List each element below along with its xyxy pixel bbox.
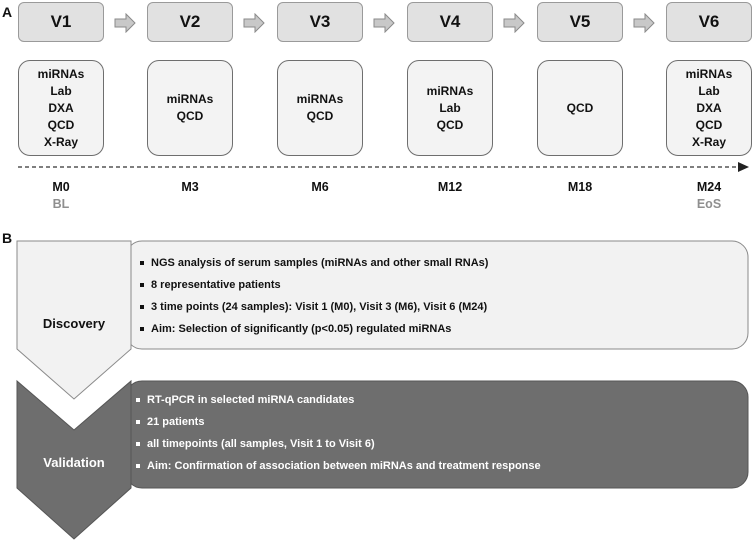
arrow-right-icon xyxy=(243,13,265,33)
visit-v5-tests: QCD xyxy=(537,60,623,156)
discovery-bullet: Aim: Selection of significantly (p<0.05)… xyxy=(140,318,488,340)
test-label: miRNAs xyxy=(37,66,85,81)
panel-b-label: B xyxy=(2,230,13,246)
validation-chevron xyxy=(16,379,132,540)
visit-v2-tests: miRNAs QCD xyxy=(147,60,233,156)
test-label: DXA xyxy=(48,100,74,115)
test-label: DXA xyxy=(696,100,722,115)
visit-v3-tests: miRNAs QCD xyxy=(277,60,363,156)
visit-v5-box: V5 xyxy=(537,2,623,42)
test-label: QCD xyxy=(695,117,723,132)
visit-v4-tests: miRNAs Lab QCD xyxy=(407,60,493,156)
month-label: M3 xyxy=(181,180,199,194)
visit-v3-box: V3 xyxy=(277,2,363,42)
discovery-bullet: NGS analysis of serum samples (miRNAs an… xyxy=(140,252,488,274)
validation-bullet: all timepoints (all samples, Visit 1 to … xyxy=(136,433,541,455)
test-label: Lab xyxy=(439,100,461,115)
month-label: M6 xyxy=(311,180,329,194)
arrow-right-icon xyxy=(503,13,525,33)
arrow-right-icon xyxy=(114,13,136,33)
arrow-right-icon xyxy=(633,13,655,33)
test-label: miRNAs xyxy=(426,83,474,98)
visit-v1-box: V1 xyxy=(18,2,104,42)
panel-a-label: A xyxy=(2,4,13,20)
validation-title: Validation xyxy=(43,455,105,470)
test-label: QCD xyxy=(47,117,75,132)
visit-v4-box: V4 xyxy=(407,2,493,42)
test-label: QCD xyxy=(306,109,334,123)
validation-bullets: RT-qPCR in selected miRNA candidates 21 … xyxy=(136,389,541,477)
test-label: miRNAs xyxy=(166,92,214,106)
discovery-bullet: 3 time points (24 samples): Visit 1 (M0)… xyxy=(140,296,488,318)
month-label: M24 xyxy=(696,180,722,194)
visit-v6-tests: miRNAs Lab DXA QCD X-Ray xyxy=(666,60,752,156)
discovery-chevron xyxy=(16,240,132,400)
month-label: M18 xyxy=(567,180,593,194)
month-label: M0 xyxy=(52,180,70,194)
validation-bullet: 21 patients xyxy=(136,411,541,433)
test-label: miRNAs xyxy=(685,66,733,81)
visit-v1-tests: miRNAs Lab DXA QCD X-Ray xyxy=(18,60,104,156)
test-label: miRNAs xyxy=(296,92,344,106)
test-label: Lab xyxy=(50,83,72,98)
baseline-label: BL xyxy=(52,197,70,211)
timeline-arrow xyxy=(18,162,749,172)
discovery-title: Discovery xyxy=(42,316,106,331)
visit-v2-box: V2 xyxy=(147,2,233,42)
end-of-study-label: EoS xyxy=(696,197,722,211)
visit-v6-box: V6 xyxy=(666,2,752,42)
test-label: X-Ray xyxy=(43,134,78,149)
arrow-right-icon xyxy=(373,13,395,33)
test-label: Lab xyxy=(698,83,720,98)
validation-bullet: RT-qPCR in selected miRNA candidates xyxy=(136,389,541,411)
test-label: QCD xyxy=(436,117,464,132)
test-label: X-Ray xyxy=(691,134,726,149)
month-label: M12 xyxy=(437,180,463,194)
discovery-bullet: 8 representative patients xyxy=(140,274,488,296)
test-label: QCD xyxy=(176,109,204,123)
test-label: QCD xyxy=(566,100,594,115)
validation-bullet: Aim: Confirmation of association between… xyxy=(136,455,541,477)
discovery-bullets: NGS analysis of serum samples (miRNAs an… xyxy=(140,252,488,340)
